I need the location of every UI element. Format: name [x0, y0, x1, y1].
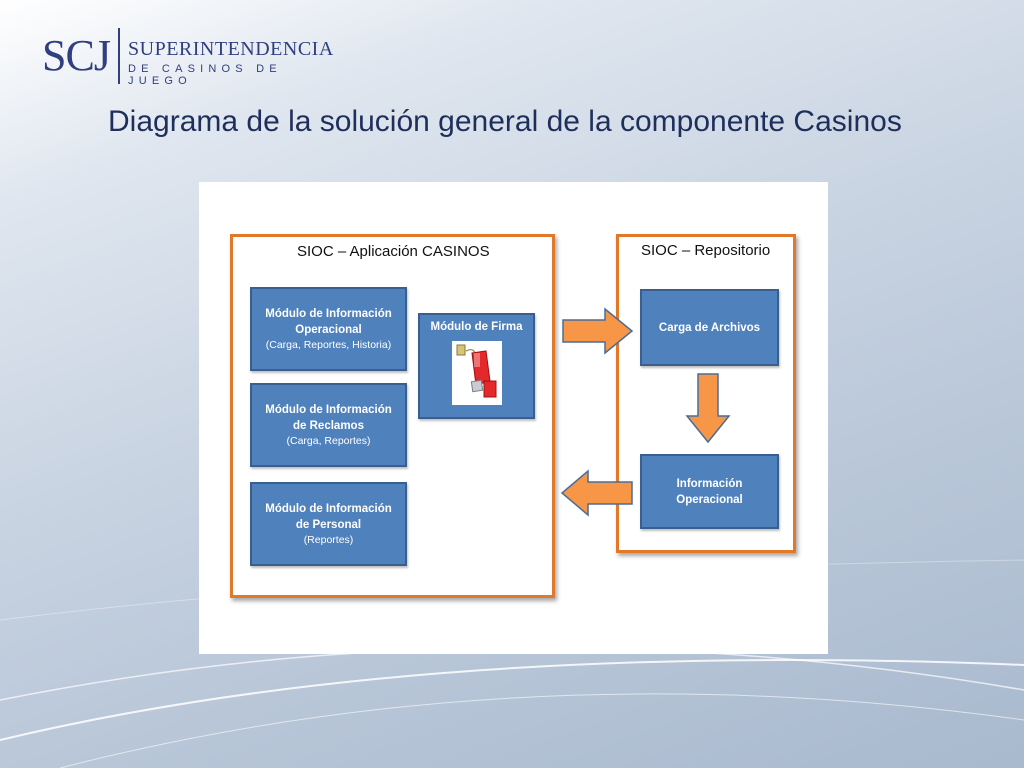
module-reclamos: Módulo de Información de Reclamos (Carga… [250, 383, 407, 467]
module-reclamos-line1: Módulo de Información [265, 403, 392, 416]
module-firma: Módulo de Firma [418, 313, 535, 419]
module-personal-sub: (Reportes) [303, 533, 354, 546]
app-group-title: SIOC – Aplicación CASINOS [297, 243, 490, 260]
module-operacional-line1: Módulo de Información [265, 307, 392, 320]
module-informacion-operacional-line1: Información [676, 477, 743, 490]
module-carga-archivos-label: Carga de Archivos [658, 321, 761, 334]
logo-divider [118, 28, 120, 84]
arrow-down-icon [685, 373, 731, 444]
arrow-right-icon [562, 307, 634, 355]
module-personal-line2: de Personal [295, 518, 362, 531]
module-personal: Módulo de Información de Personal (Repor… [250, 482, 407, 566]
logo-line1: SUPERINTENDENCIA [128, 38, 334, 60]
module-operacional: Módulo de Información Operacional (Carga… [250, 287, 407, 371]
module-informacion-operacional-line2: Operacional [676, 493, 743, 506]
module-reclamos-line2: de Reclamos [293, 419, 364, 432]
scj-logo: SCJ SUPERINTENDENCIA DE CASINOS DE JUEGO [42, 22, 342, 87]
usb-token-icon [451, 341, 502, 405]
module-firma-label: Módulo de Firma [430, 321, 523, 333]
logo-mark: SCJ [42, 31, 111, 80]
slide-title: Diagrama de la solución general de la co… [108, 105, 902, 138]
module-informacion-operacional: Información Operacional [640, 454, 779, 529]
arrow-left-icon [560, 469, 633, 517]
repo-group-title: SIOC – Repositorio [641, 242, 771, 259]
module-operacional-sub: (Carga, Reportes, Historia) [265, 338, 392, 351]
module-carga-archivos: Carga de Archivos [640, 289, 779, 366]
app-group: SIOC – Aplicación CASINOS Módulo de Info… [230, 234, 555, 598]
logo-line2: DE CASINOS DE JUEGO [128, 63, 282, 87]
diagram-panel: SIOC – Aplicación CASINOS Módulo de Info… [199, 182, 828, 654]
module-reclamos-sub: (Carga, Reportes) [286, 434, 371, 447]
module-operacional-line2: Operacional [295, 323, 362, 336]
module-personal-line1: Módulo de Información [265, 502, 392, 515]
